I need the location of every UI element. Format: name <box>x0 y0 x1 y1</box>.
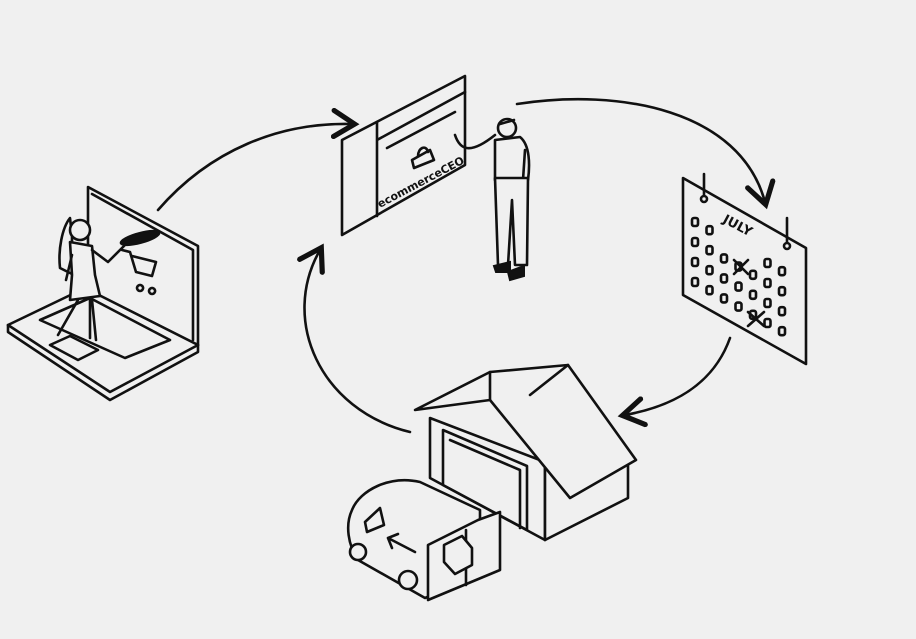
laptop-shopper-scene <box>6 185 200 402</box>
calendar-day <box>748 269 758 281</box>
package-box <box>442 534 474 576</box>
direction-arrow <box>386 532 417 554</box>
arrow-calendar-to-warehouse <box>617 336 732 428</box>
calendar-day <box>777 265 787 277</box>
calendar-day <box>763 257 772 269</box>
calendar-day <box>777 305 787 317</box>
calendar-day <box>690 256 700 268</box>
keyboard <box>38 296 172 360</box>
man-figure <box>453 117 531 282</box>
calendar-day <box>719 273 729 284</box>
calendar-hanger <box>702 172 789 247</box>
calendar-day <box>690 276 700 288</box>
calendar-day <box>719 293 729 304</box>
cart-icon <box>120 248 158 296</box>
calendar-day <box>748 289 758 301</box>
calendar-day <box>705 284 714 296</box>
arrow-store-to-calendar <box>515 98 776 210</box>
garage-door <box>441 428 529 532</box>
calendar-day <box>734 281 743 292</box>
van-wheel <box>348 542 368 562</box>
warehouse-scene <box>413 363 638 542</box>
calendar-day <box>777 325 787 337</box>
calendar-day <box>763 317 772 329</box>
shopping-bag-icon <box>410 146 436 170</box>
cycle-arrows <box>156 98 776 434</box>
arrow-laptop-to-store <box>156 107 360 212</box>
calendar-day <box>777 285 787 297</box>
touchpad <box>48 334 100 362</box>
woman-figure <box>56 216 127 342</box>
calendar-day <box>690 216 700 228</box>
calendar-day <box>734 301 743 312</box>
calendar-day <box>763 297 772 309</box>
arrow-van-to-store <box>297 243 412 434</box>
calendar-day <box>719 253 729 264</box>
calendar-day <box>690 236 700 248</box>
calendar-scene: JULY <box>681 172 808 366</box>
calendar-day <box>705 244 714 256</box>
webpage-panel <box>340 74 467 237</box>
calendar-day <box>705 264 714 276</box>
cart-button <box>119 229 161 247</box>
online-store-scene: ecommerceCEO <box>340 74 531 282</box>
marked-day-x <box>732 258 766 328</box>
van-wheel <box>397 569 419 591</box>
delivery-van-scene <box>346 479 502 602</box>
calendar-day <box>705 224 714 236</box>
calendar-days <box>690 216 787 337</box>
calendar-day <box>763 277 772 289</box>
